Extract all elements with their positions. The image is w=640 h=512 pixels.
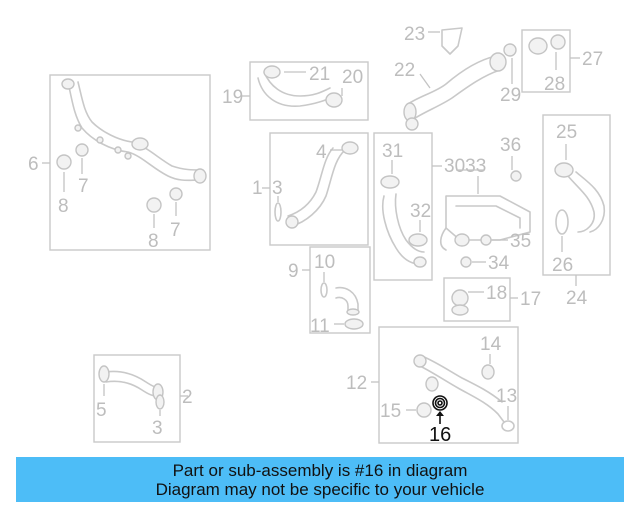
label-9: 9 bbox=[288, 261, 299, 282]
group-box-3033 bbox=[373, 132, 433, 281]
label-7: 7 bbox=[78, 176, 89, 197]
label-8-second: 8 bbox=[148, 231, 159, 252]
label-15: 15 bbox=[380, 401, 401, 422]
group-box-17 bbox=[443, 277, 511, 322]
info-banner: Part or sub-assembly is #16 in diagram D… bbox=[16, 457, 624, 502]
label-13: 13 bbox=[496, 386, 517, 407]
label-4: 4 bbox=[316, 142, 327, 163]
label-18: 18 bbox=[486, 283, 507, 304]
label-36: 36 bbox=[500, 135, 521, 156]
label-10: 10 bbox=[314, 252, 335, 273]
label-11: 11 bbox=[310, 316, 330, 337]
label-20: 20 bbox=[342, 67, 363, 88]
label-3: 3 bbox=[272, 178, 283, 199]
label-23: 23 bbox=[404, 24, 425, 45]
label-26: 26 bbox=[552, 255, 573, 276]
group-box-12 bbox=[378, 326, 519, 444]
highlighted-part-16[interactable] bbox=[432, 395, 448, 424]
label-22: 22 bbox=[394, 60, 415, 81]
label-27: 27 bbox=[582, 49, 603, 70]
group-box-6 bbox=[49, 74, 211, 251]
label-2: 2 bbox=[182, 387, 193, 408]
label-21: 21 bbox=[309, 64, 330, 85]
label-8: 8 bbox=[58, 196, 69, 217]
group-box-19 bbox=[249, 61, 369, 121]
label-16-highlighted: 16 bbox=[429, 424, 451, 446]
label-25: 25 bbox=[556, 122, 577, 143]
large-pipe-part bbox=[67, 81, 201, 182]
label-5: 5 bbox=[96, 400, 107, 421]
label-32: 32 bbox=[410, 201, 431, 222]
label-14: 14 bbox=[480, 334, 502, 355]
label-34: 34 bbox=[488, 253, 510, 274]
label-7-second: 7 bbox=[170, 220, 181, 241]
label-3-second: 3 bbox=[152, 418, 163, 439]
group-box-27 bbox=[521, 29, 571, 93]
info-banner-bg bbox=[16, 457, 624, 502]
banner-line-disclaimer: Diagram may not be specific to your vehi… bbox=[155, 480, 485, 499]
label-29: 29 bbox=[500, 85, 521, 106]
label-28: 28 bbox=[544, 74, 565, 95]
label-1: 1 bbox=[252, 178, 263, 199]
label-12: 12 bbox=[346, 373, 367, 394]
banner-line-part: Part or sub-assembly is #16 in diagram bbox=[172, 461, 468, 480]
group-box-2 bbox=[93, 354, 181, 443]
label-24: 24 bbox=[566, 288, 588, 309]
group-box-9 bbox=[309, 246, 371, 334]
label-6: 6 bbox=[28, 154, 39, 175]
label-17: 17 bbox=[520, 289, 541, 310]
label-31: 31 bbox=[382, 141, 403, 162]
label-35: 35 bbox=[510, 231, 531, 252]
label-3033: 3033 bbox=[444, 156, 486, 177]
label-19: 19 bbox=[222, 87, 243, 108]
group-box-1 bbox=[269, 132, 369, 246]
